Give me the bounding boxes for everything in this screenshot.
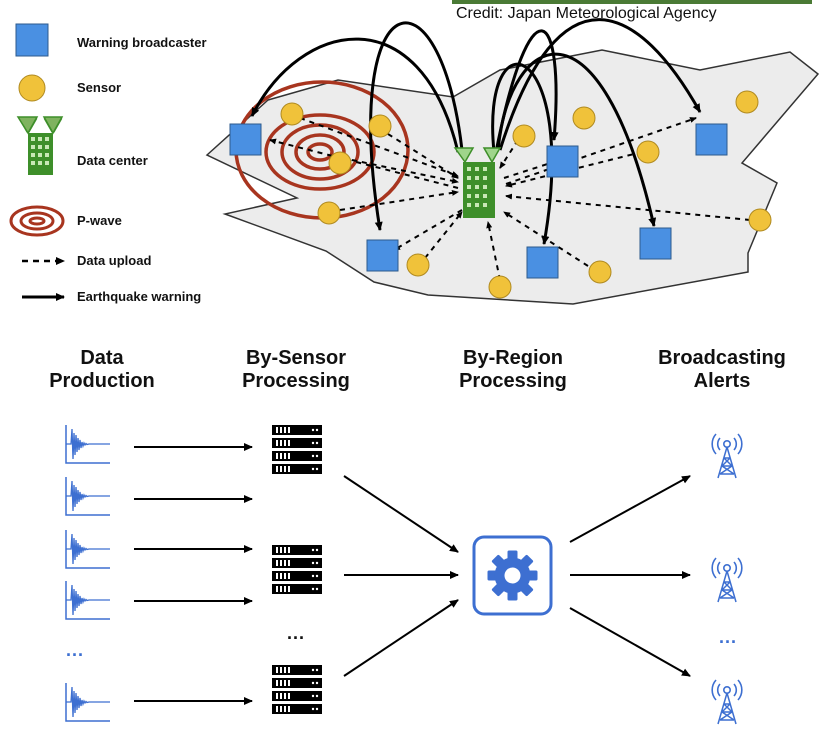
stage-title-line: Processing <box>459 370 567 392</box>
server-rack-icon <box>272 545 322 594</box>
waveform-icon <box>65 424 111 464</box>
server-rack-icon <box>272 425 322 474</box>
data-center-map-icon <box>453 147 502 218</box>
legend-warning-label: Earthquake warning <box>77 289 202 304</box>
legend-broadcaster-label: Warning broadcaster <box>77 35 207 50</box>
waveform-icon <box>65 580 111 620</box>
ellipsis-servers: ... <box>287 623 306 643</box>
legend-upload-label: Data upload <box>77 253 152 268</box>
sensors <box>280 90 772 299</box>
region-to-alert-arrows <box>569 475 691 677</box>
waveform-icon <box>65 476 111 516</box>
waveform-icon <box>65 529 111 569</box>
legend-sensor-label: Sensor <box>77 80 122 95</box>
server-to-region-arrows <box>343 475 459 677</box>
radio-tower-icon <box>711 433 743 479</box>
stage-title-line: By-Region <box>463 347 563 369</box>
credit-bar <box>452 0 812 4</box>
warning-broadcasters <box>229 123 728 279</box>
legend-pwave-icon <box>9 205 65 237</box>
credit-box: Credit: Japan Meteorological Agency <box>452 0 812 30</box>
radio-tower-icon <box>711 679 743 725</box>
server-rack-icon <box>272 665 322 714</box>
stage-by-region-title: By-Region Processing <box>423 347 603 393</box>
stage-title-line: Production <box>49 370 155 392</box>
stage-by-sensor-title: By-Sensor Processing <box>206 347 386 393</box>
stage-title-line: Data <box>80 347 124 369</box>
stage-broadcasting-title: Broadcasting Alerts <box>632 347 812 393</box>
ellipsis-sensors: ... <box>66 640 85 660</box>
stage-data-production-title: Data Production <box>12 347 192 393</box>
legend-datacenter-label: Data center <box>77 153 148 168</box>
gear-icon <box>472 535 553 616</box>
sensor-to-server-arrows <box>134 443 253 705</box>
stage-title-line: Processing <box>242 370 350 392</box>
legend-datacenter-icon <box>16 116 64 175</box>
stage-title-line: Alerts <box>693 370 751 392</box>
legend-pwave-label: P-wave <box>77 213 122 228</box>
stage-title-line: By-Sensor <box>245 347 347 369</box>
waveform-icon <box>65 682 111 722</box>
legend-broadcaster-icon <box>15 23 49 57</box>
ellipsis-towers: ... <box>719 627 738 647</box>
stage-title-line: Broadcasting <box>658 347 786 369</box>
legend-sensor-icon <box>18 74 46 102</box>
credit-text: Credit: Japan Meteorological Agency <box>456 5 717 22</box>
radio-tower-icon <box>711 557 743 603</box>
